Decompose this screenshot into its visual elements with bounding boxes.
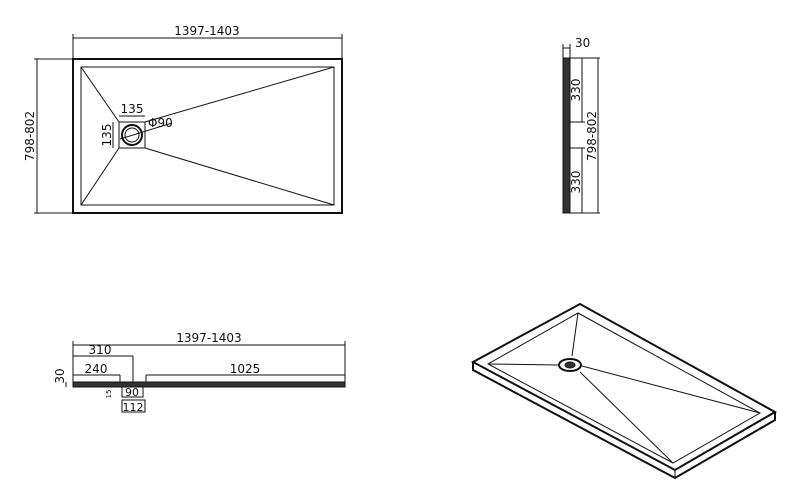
iso-drain xyxy=(558,358,582,372)
thickness-label: 30 xyxy=(575,36,590,50)
drain-center-label: 310 xyxy=(89,343,112,357)
tray-side-profile xyxy=(562,57,571,214)
tray-top-surface xyxy=(470,302,778,472)
tray-section-profile xyxy=(72,381,346,388)
length-label: 1397-1403 xyxy=(174,24,239,38)
section-length-label: 1397-1403 xyxy=(176,331,241,345)
drain-diameter-label: Φ90 xyxy=(148,116,173,130)
remaining-length-label: 1025 xyxy=(230,362,261,376)
drain-box-width-label: 135 xyxy=(121,102,144,116)
drain-edge-label: 240 xyxy=(85,362,108,376)
side-width-label: 798-802 xyxy=(585,111,599,161)
depth-label: 15 xyxy=(105,390,113,399)
tray-inner-edge xyxy=(486,312,762,464)
drain-inner-circle xyxy=(124,127,140,143)
drain-box-height-label: 135 xyxy=(100,124,114,147)
diameter-leader xyxy=(119,122,173,140)
tray-edge xyxy=(472,362,776,480)
drain-outer-label: 112 xyxy=(123,401,144,414)
drain-box xyxy=(118,121,146,149)
drain-circle xyxy=(121,124,143,146)
segment-top-label: 330 xyxy=(569,79,583,102)
width-label: 798-802 xyxy=(23,111,37,161)
drain-inner-label: 90 xyxy=(125,386,139,399)
isometric-view xyxy=(470,302,778,480)
plan-view: 1397-1403 798-802 135 135 Φ90 xyxy=(23,24,343,214)
segment-bottom-label: 330 xyxy=(569,171,583,194)
slope-lines xyxy=(80,66,335,206)
tray-outline xyxy=(72,58,343,214)
section-view: 1397-1403 310 240 1025 30 15 90 112 xyxy=(53,331,346,414)
tray-inner-edge xyxy=(80,66,335,206)
iso-slope-lines xyxy=(487,312,761,464)
iso-drain-center xyxy=(564,361,576,369)
side-view: 30 330 330 798-802 xyxy=(562,36,600,214)
drain-outer-box xyxy=(121,399,146,413)
drain-inner-box xyxy=(121,386,144,398)
section-thickness-label: 30 xyxy=(53,368,67,383)
